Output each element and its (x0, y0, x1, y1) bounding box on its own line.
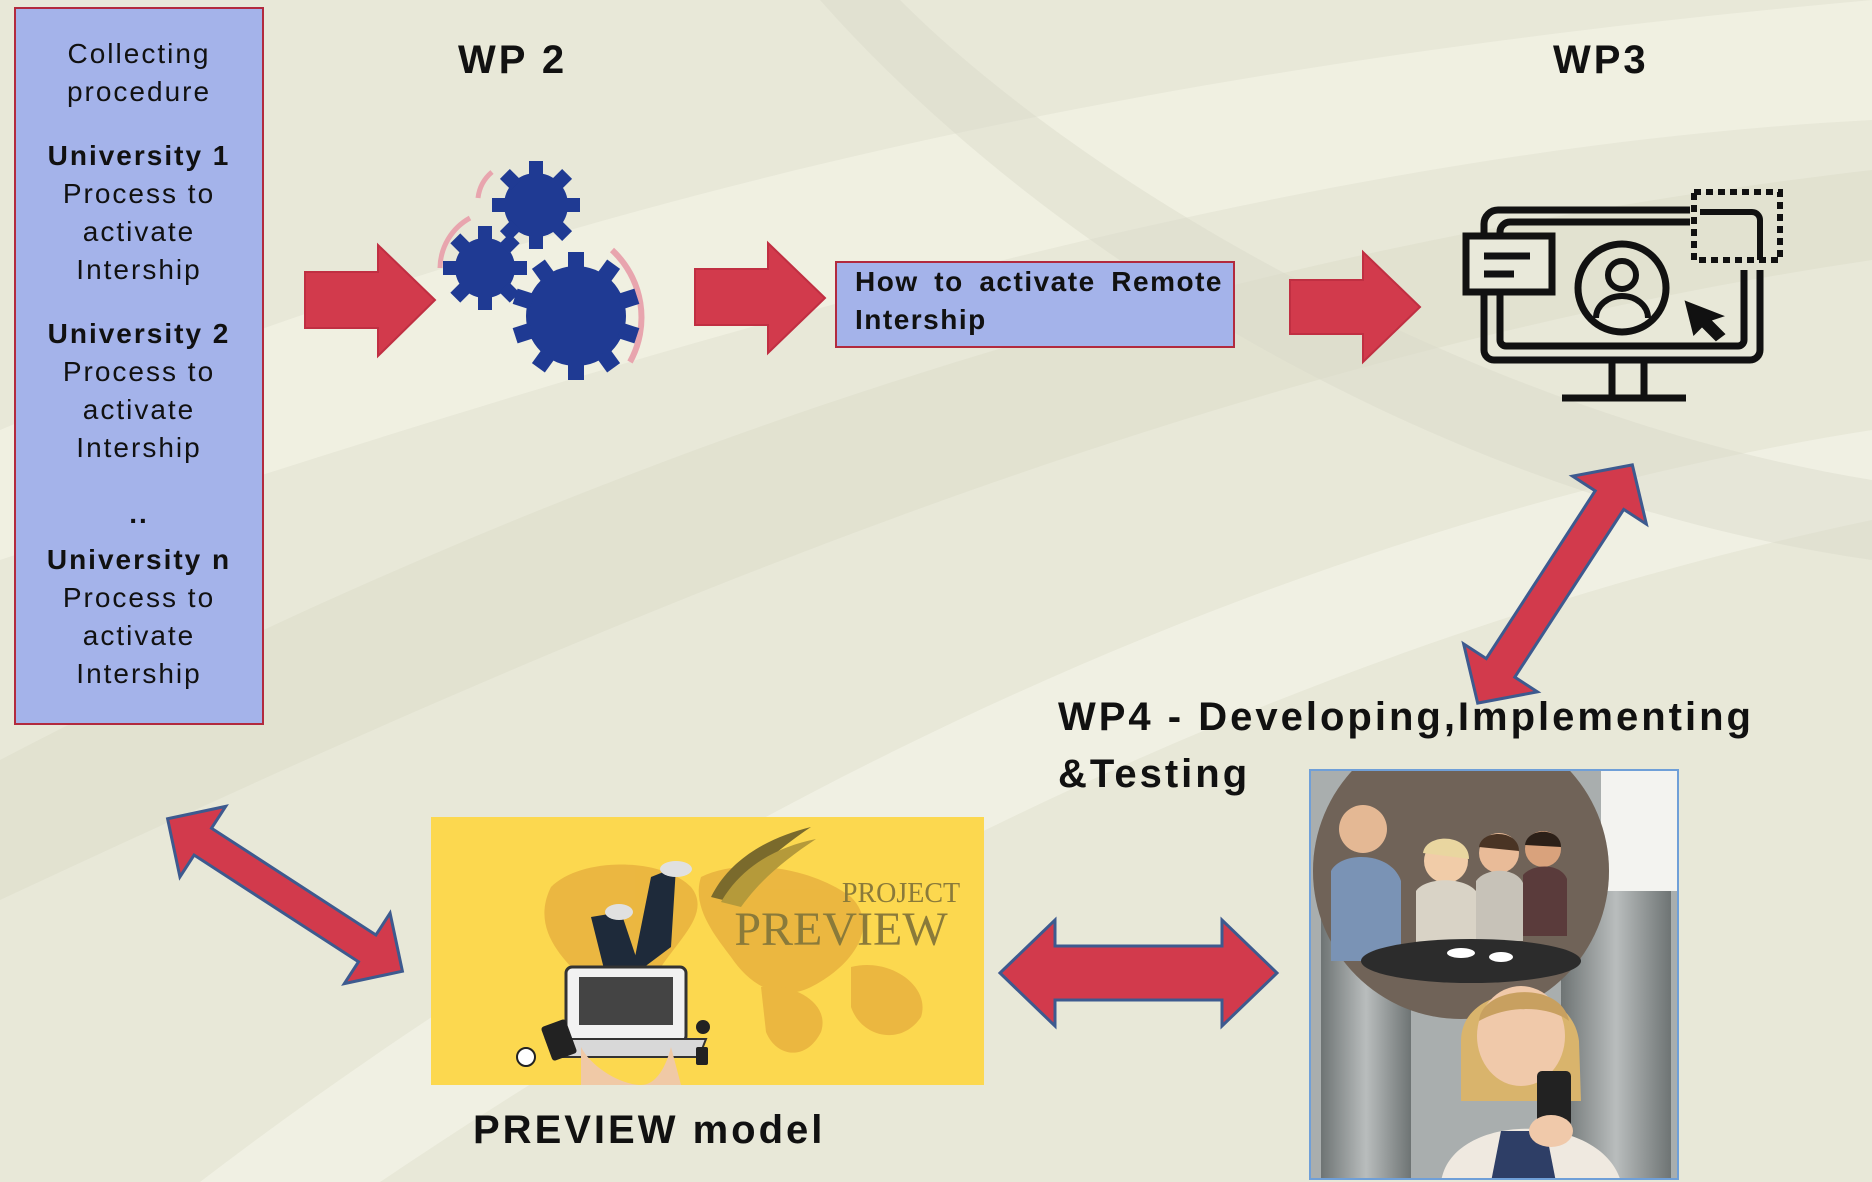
wp2-title: WP 2 (458, 38, 568, 82)
wp3-title: WP3 (1553, 38, 1649, 82)
arrow-right-icon (694, 240, 827, 356)
wp4-title-line1: WP4 - Developing,Implementing (1058, 695, 1754, 739)
panel-header: Collecting procedure (66, 38, 212, 107)
gears-icon (437, 161, 645, 380)
double-arrow-icon (997, 916, 1280, 1030)
group-of-students (1331, 805, 1581, 983)
ellipsis: .. (129, 498, 149, 529)
double-arrow-icon (1461, 463, 1649, 705)
person-laptop-illustration (516, 861, 710, 1085)
remote-internship-box: How to activate Remote Intership (835, 261, 1235, 348)
logo-preview-text: PREVIEW (734, 903, 948, 956)
university-1-title: University 1 (47, 140, 231, 171)
monitor-user-icon (1462, 189, 1783, 402)
university-n-desc: Process to activate Intership (62, 582, 216, 689)
preview-caption: PREVIEW model (473, 1108, 826, 1152)
wp4-title-line2: &Testing (1058, 752, 1251, 796)
double-arrow-icon (165, 804, 405, 986)
logo-project-text: PROJECT (842, 878, 960, 909)
university-n-title: University n (46, 544, 232, 575)
university-1-desc: Process to activate Intership (62, 178, 216, 285)
preview-model-banner: PROJECT PREVIEW (431, 817, 984, 1085)
preview-illustration: PROJECT PREVIEW (431, 817, 984, 1085)
university-2-desc: Process to activate Intership (62, 356, 216, 463)
arrow-right-icon (304, 242, 437, 359)
collecting-procedure-panel: Collecting procedure University 1 Proces… (14, 7, 264, 725)
university-2-title: University 2 (47, 318, 231, 349)
arrow-right-icon (1289, 249, 1422, 365)
woman-with-phone (1442, 986, 1620, 1178)
students-photo-illustration (1311, 771, 1677, 1178)
wp4-photo (1309, 769, 1679, 1180)
